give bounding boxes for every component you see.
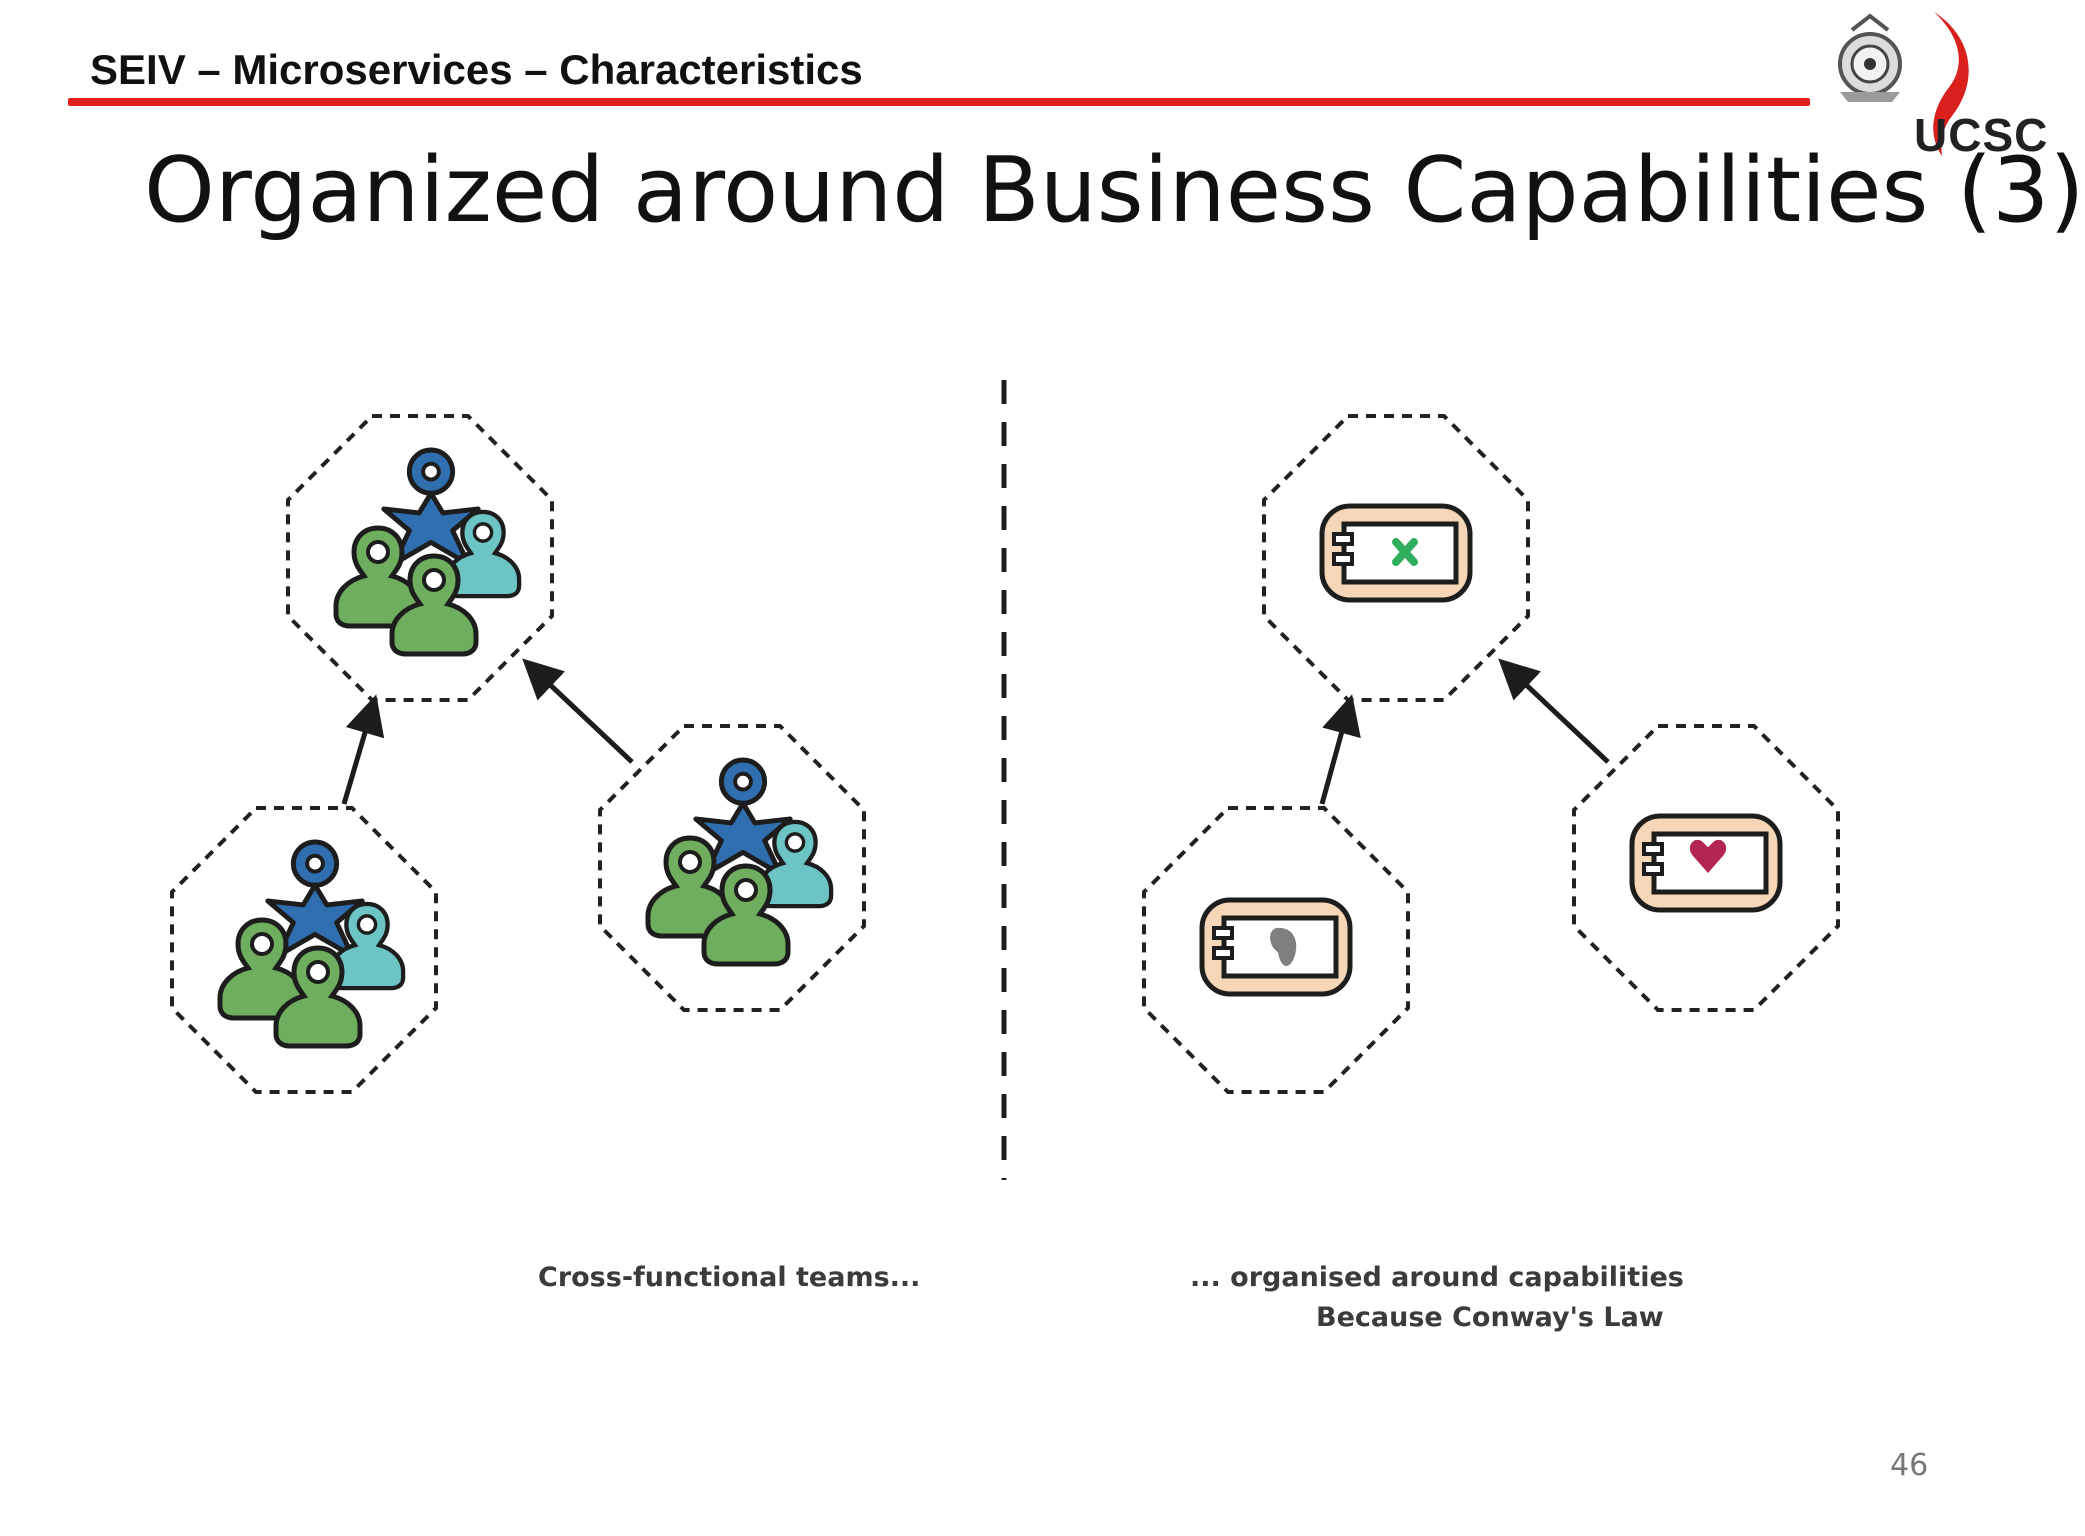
capability-arrow-right — [1498, 658, 1610, 764]
capability-arrow-left — [1319, 694, 1361, 805]
right-caption-line2: Because Conway's Law — [1316, 1302, 1664, 1333]
component-icon-gray — [1202, 900, 1350, 994]
component-icon-heart — [1632, 816, 1780, 910]
right-caption-line1: ... organised around capabilities — [1190, 1262, 1684, 1293]
header-red-rule — [68, 98, 1810, 106]
slide-title: Organized around Business Capabilities (… — [144, 138, 2085, 243]
left-caption: Cross-functional teams... — [538, 1262, 921, 1293]
team-arrow-left — [341, 694, 385, 805]
university-crest-icon — [1838, 12, 1969, 156]
page-number: 46 — [1890, 1448, 1929, 1483]
ucsc-logo-text: UCSC — [1914, 109, 2049, 161]
section-header: SEIV – Microservices – Characteristics — [90, 46, 863, 93]
component-icon-green — [1322, 506, 1470, 600]
conways-law-diagram — [170, 380, 1840, 1180]
team-arrow-right — [522, 658, 634, 764]
